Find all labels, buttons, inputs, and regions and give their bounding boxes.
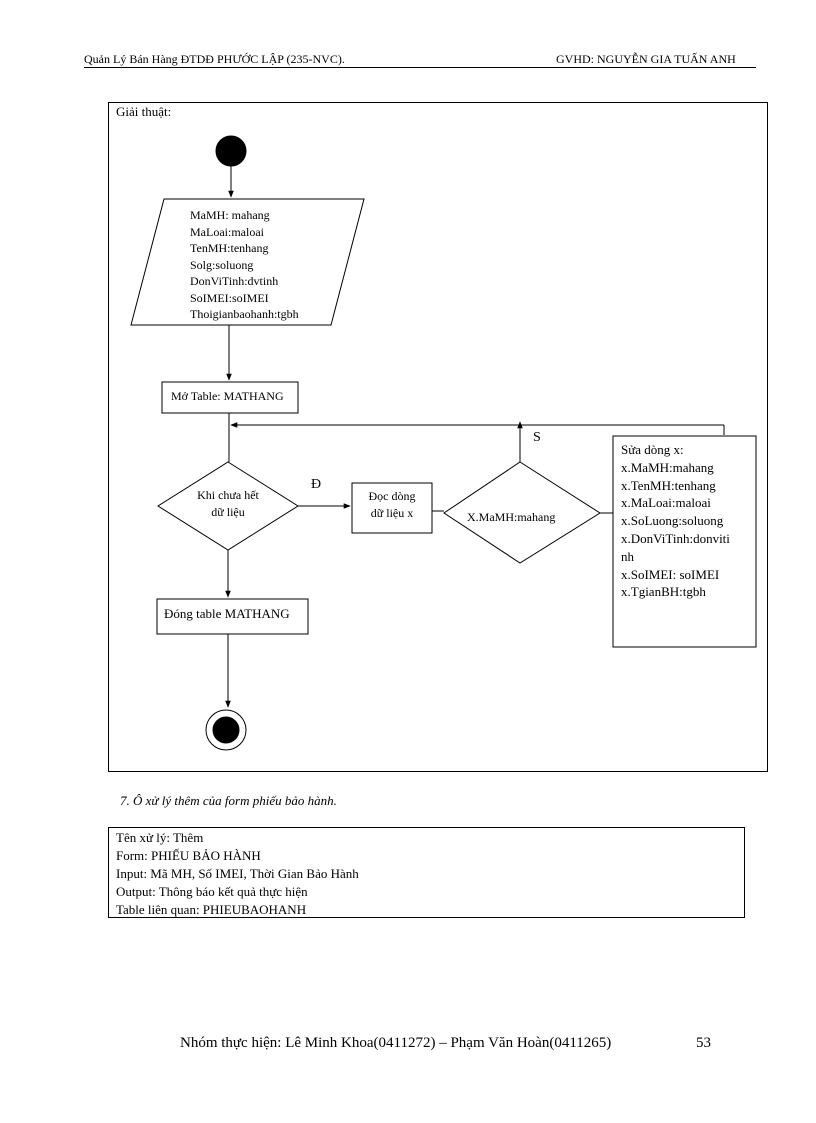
- false-label: S: [533, 430, 541, 445]
- info-line: Table liên quan: PHIEUBAOHANH: [116, 902, 307, 917]
- input-line: TenMH:tenhang: [190, 241, 269, 255]
- algorithm-frame: [108, 102, 768, 772]
- loop-condition-line1: Khi chưa hết: [197, 488, 259, 502]
- input-line: MaMH: mahang: [190, 208, 270, 222]
- update-line: Sửa dòng x:: [621, 442, 684, 457]
- open-table-box: [161, 381, 299, 414]
- update-line: x.SoLuong:soluong: [621, 513, 724, 529]
- end-node-inner: [212, 716, 240, 744]
- input-line: MaLoai:maloai: [190, 224, 264, 239]
- close-table-label: Đóng table MATHANG: [164, 606, 290, 621]
- update-line: x.TenMH:tenhang: [621, 477, 716, 493]
- update-line: x.MaLoai:maloai: [621, 495, 711, 511]
- input-line: SoIMEI:soIMEI: [190, 290, 269, 305]
- read-row-line1: Đọc dòng: [368, 489, 416, 503]
- input-parallelogram: [130, 198, 365, 326]
- header-left: Quản Lý Bán Hàng ĐTDĐ PHƯỚC LẬP (235-NVC…: [84, 52, 345, 66]
- update-line: x.MaMH:mahang: [621, 459, 714, 475]
- info-line: Form: PHIẾU BẢO HÀNH: [116, 848, 261, 863]
- update-lines: Sửa dòng x: x.MaMH:mahang x.TenMH:tenhan…: [621, 441, 730, 601]
- read-row-box: [351, 482, 433, 534]
- algorithm-title: Giải thuật:: [116, 104, 172, 119]
- info-line: Input: Mã MH, Số IMEI, Thời Gian Bảo Hàn…: [116, 866, 359, 881]
- update-line: x.TgianBH:tgbh: [621, 584, 706, 600]
- read-row-line2: dữ liệu x: [370, 506, 414, 520]
- info-line: Tên xử lý: Thêm: [116, 830, 204, 845]
- update-line: x.DonViTinh:donviti: [621, 530, 730, 546]
- start-node: [215, 135, 247, 167]
- true-label: Đ: [311, 477, 322, 492]
- loop-condition: Khi chưa hết dữ liệu: [184, 487, 272, 521]
- open-table-label: Mở Table: MATHANG: [171, 389, 284, 403]
- input-line: Solg:soluong: [190, 257, 254, 272]
- process-info-box: Tên xử lý: Thêm Form: PHIẾU BẢO HÀNH Inp…: [108, 827, 745, 918]
- header-rule: [84, 67, 756, 68]
- info-line: Output: Thông báo kết quả thực hiện: [116, 884, 308, 899]
- input-line: DonViTinh:dvtinh: [190, 274, 279, 288]
- page-number: 53: [696, 1035, 711, 1051]
- header-right: GVHD: NGUYỄN GIA TUẤN ANH: [556, 52, 736, 66]
- section-title: 7. Ô xử lý thêm của form phiếu bảo hành.: [120, 793, 337, 808]
- close-table-box: [156, 598, 309, 635]
- input-lines: MaMH: mahang MaLoai:maloai TenMH:tenhang…: [190, 207, 299, 323]
- compare-condition: X.MaMH:mahang: [467, 510, 556, 524]
- read-row-label: Đọc dòng dữ liệu x: [352, 488, 432, 522]
- loop-condition-line2: dữ liệu: [211, 505, 245, 519]
- compare-decision-diamond: [443, 461, 601, 564]
- update-line: x.SoIMEI: soIMEI: [621, 566, 720, 582]
- input-line: Thoigianbaohanh:tgbh: [190, 307, 299, 321]
- footer-authors: Nhóm thực hiện: Lê Minh Khoa(0411272) – …: [180, 1035, 612, 1051]
- update-line: nh: [621, 548, 634, 564]
- update-row-box: [612, 435, 757, 648]
